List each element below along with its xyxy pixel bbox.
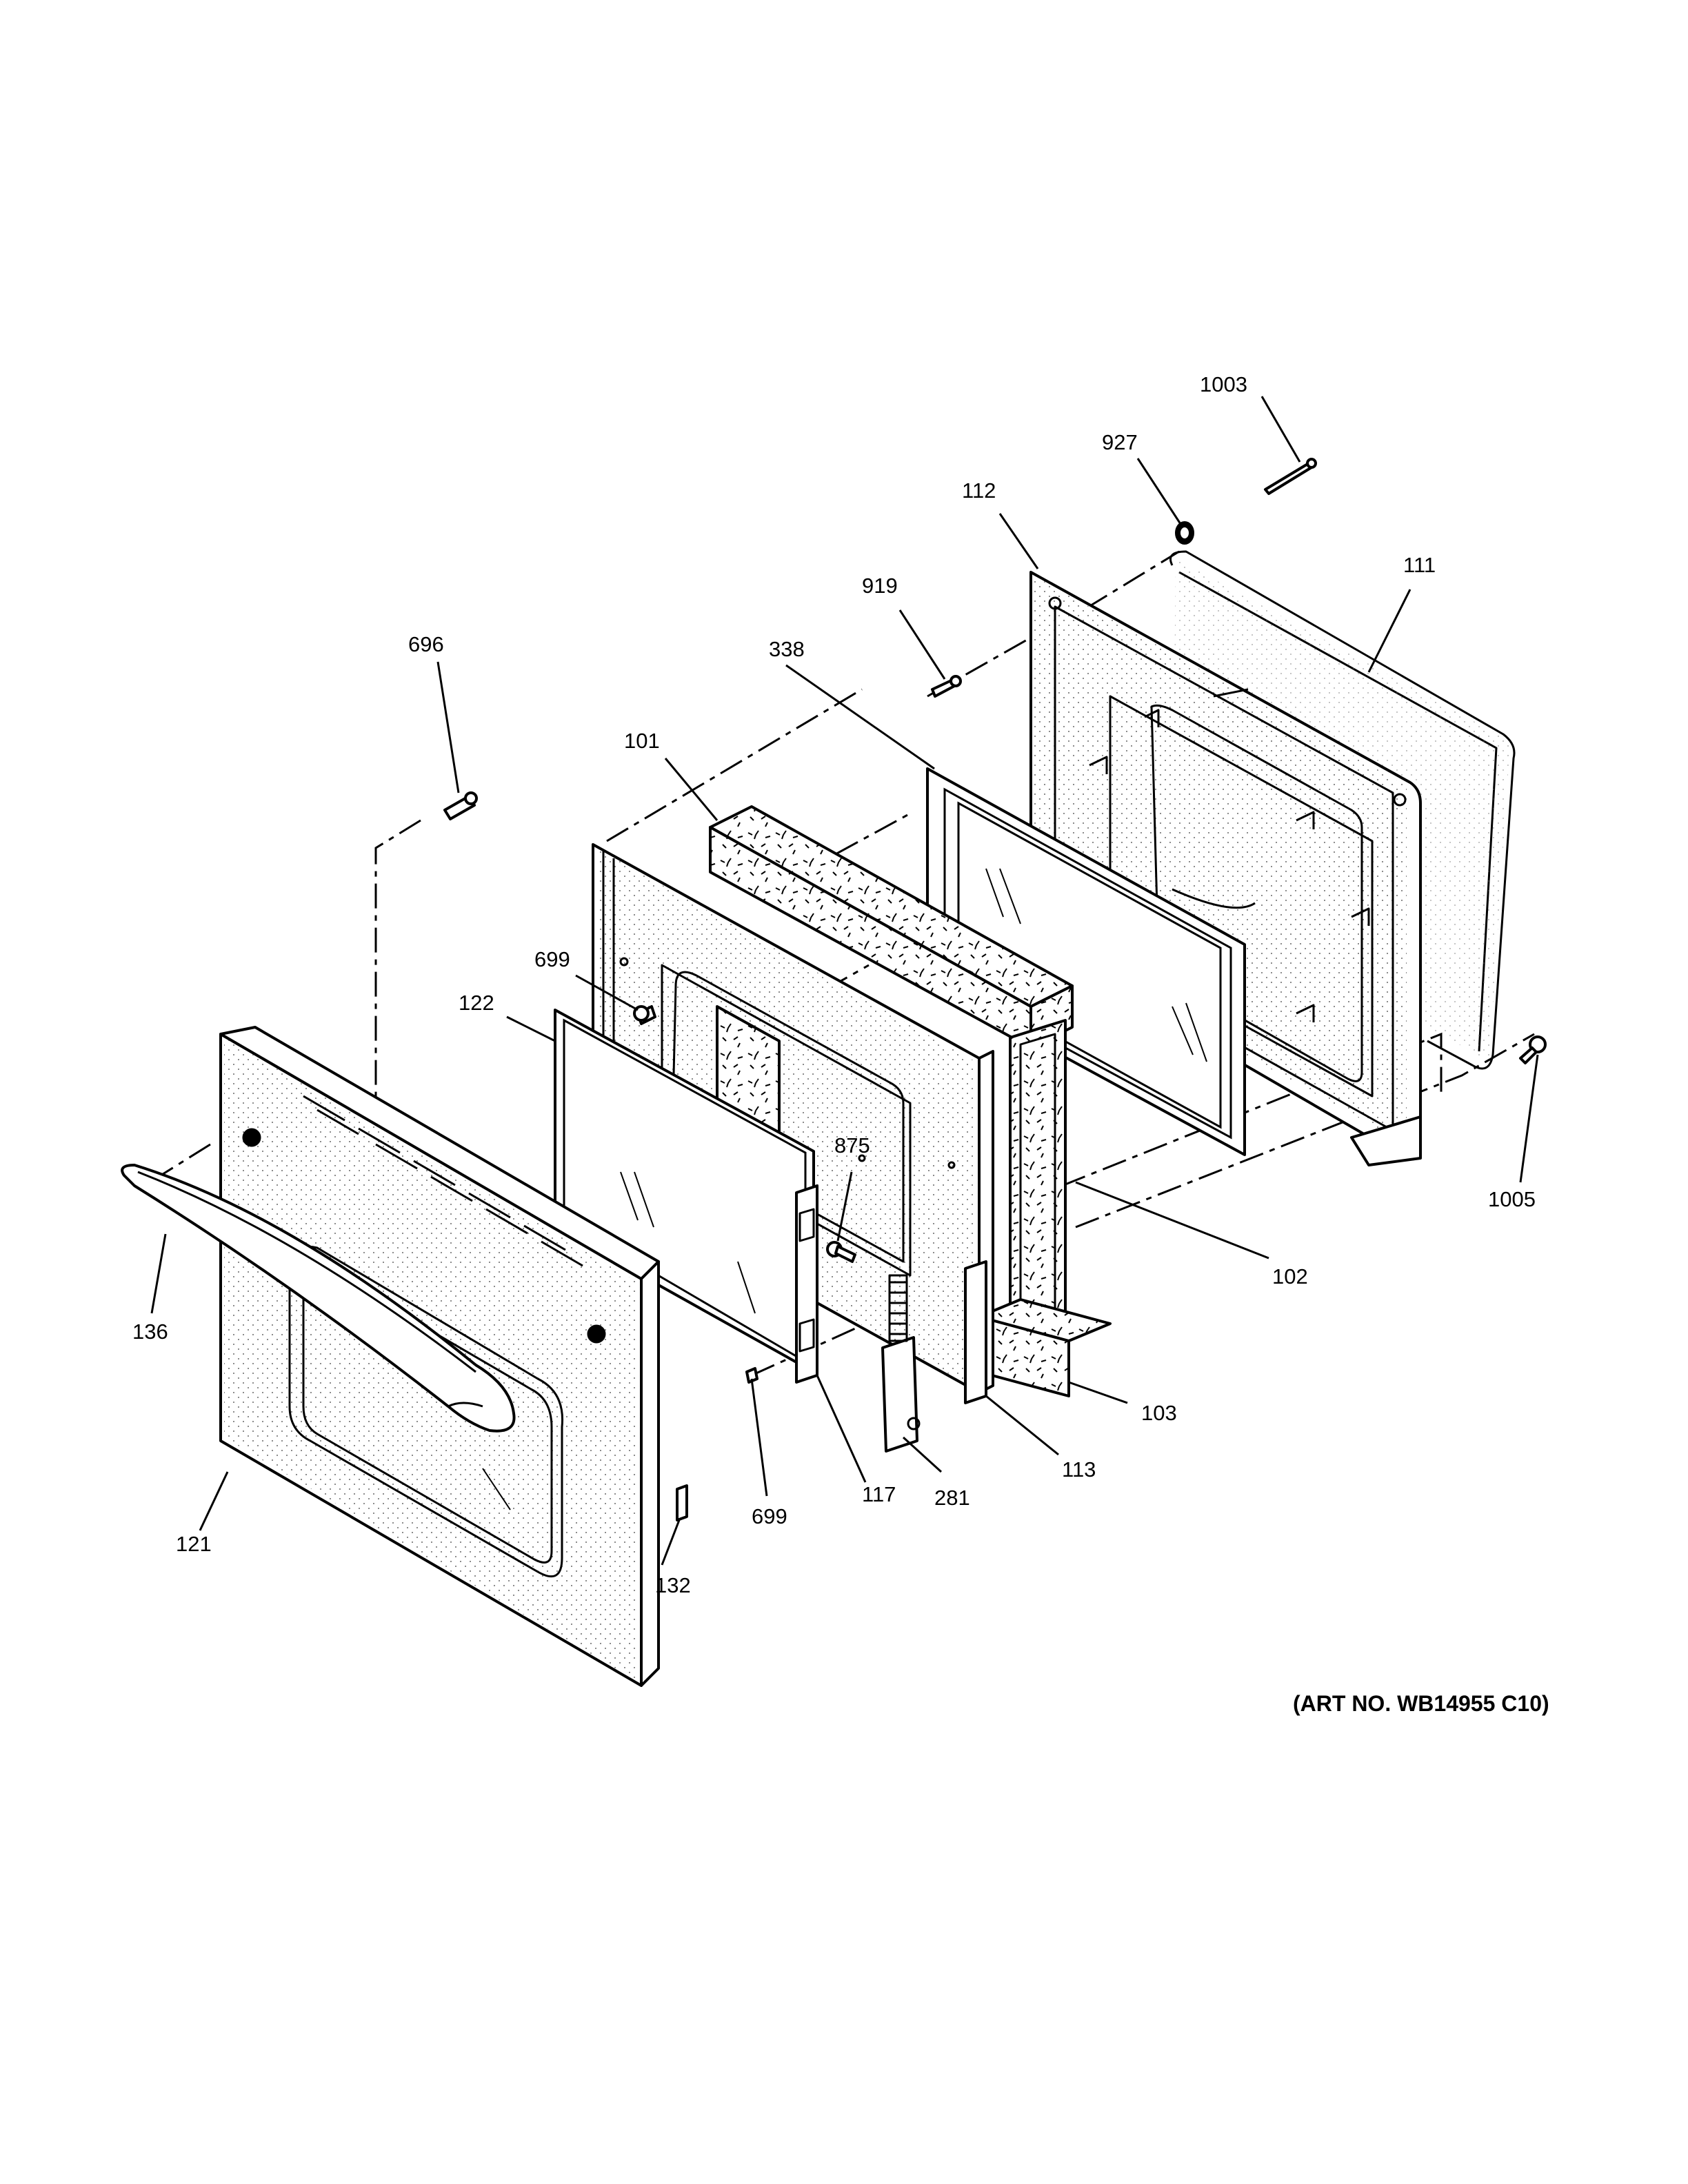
callout-1005: 1005 xyxy=(1488,1187,1536,1211)
callout-699-lower: 699 xyxy=(752,1504,787,1528)
callout-112: 112 xyxy=(962,478,996,503)
callout-113: 113 xyxy=(1062,1457,1096,1482)
callout-132: 132 xyxy=(655,1573,691,1597)
retainer-117 xyxy=(795,1184,818,1384)
door-panel-101 xyxy=(592,843,994,1394)
callout-121: 121 xyxy=(176,1532,212,1556)
callout-699-upper: 699 xyxy=(534,947,570,971)
callout-927: 927 xyxy=(1102,430,1138,454)
leader-lines xyxy=(150,396,1539,1566)
inner-door-liner-112 xyxy=(1029,571,1422,1166)
callout-117: 117 xyxy=(862,1482,896,1506)
hinge-281 xyxy=(881,1274,921,1453)
handle-136 xyxy=(121,1164,516,1433)
callout-102: 102 xyxy=(1272,1264,1308,1288)
insulation-103 xyxy=(978,1298,1112,1397)
fasteners xyxy=(443,458,1547,1384)
callout-136: 136 xyxy=(132,1320,168,1344)
hinge-bracket-113 xyxy=(964,1260,987,1404)
callout-1003: 1003 xyxy=(1200,372,1247,396)
art-number: (ART NO. WB14955 C10) xyxy=(1293,1691,1549,1716)
inner-glass-122 xyxy=(554,1009,815,1373)
callout-919: 919 xyxy=(862,574,898,598)
callout-338: 338 xyxy=(769,637,805,661)
callout-875: 875 xyxy=(834,1133,870,1157)
callout-103: 103 xyxy=(1141,1401,1177,1425)
callout-281: 281 xyxy=(934,1486,970,1510)
callout-101: 101 xyxy=(624,729,660,753)
callout-111: 111 xyxy=(1403,553,1436,577)
callout-696: 696 xyxy=(408,632,444,656)
callout-122: 122 xyxy=(459,991,494,1015)
callout-labels: 1003 927 112 111 919 338 696 101 699 122… xyxy=(132,372,1536,1597)
clip-132 xyxy=(676,1484,688,1521)
